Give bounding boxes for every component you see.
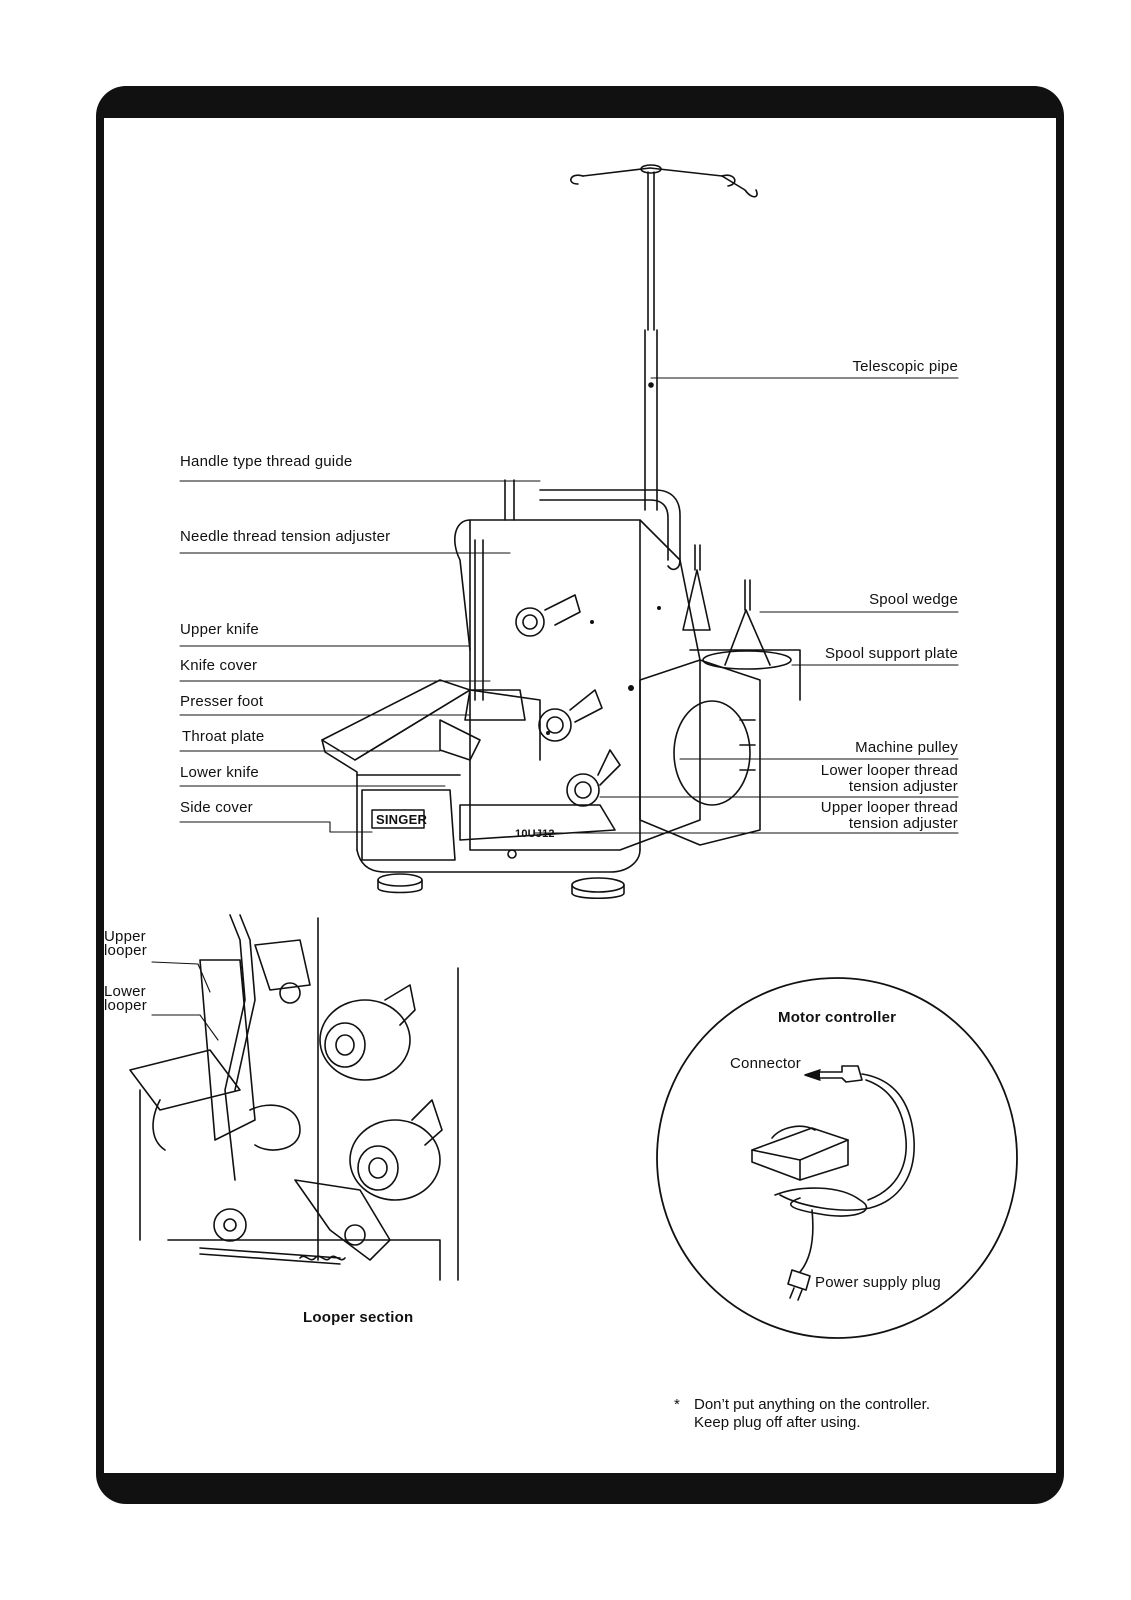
machine-model-marking: 10UJ12 [515, 828, 555, 840]
label-lower-looper-2: looper [104, 997, 147, 1014]
label-presser-foot: Presser foot [180, 693, 264, 710]
label-upper-knife: Upper knife [180, 621, 259, 638]
label-connector: Connector [730, 1055, 802, 1072]
motor-controller-panel [656, 977, 1018, 1339]
sewing-machine-illustration [321, 479, 801, 899]
looper-section-caption: Looper section [303, 1309, 414, 1326]
label-lower-looper-line2: tension adjuster [848, 778, 958, 795]
foot-controller-illustration [751, 1065, 915, 1301]
label-telescopic-pipe: Telescopic pipe [852, 358, 958, 375]
page-panel [104, 118, 1056, 1473]
machine-brand-badge: SINGER [376, 812, 428, 827]
label-upper-looper-1: Upper [104, 928, 146, 945]
usage-note: * Don’t put anything on the controller. … [674, 1396, 930, 1432]
detail-dots [546, 606, 661, 735]
motor-controller-title: Motor controller [778, 1009, 897, 1026]
label-upper-looper-line2: tension adjuster [848, 815, 958, 832]
label-knife-cover: Knife cover [180, 657, 258, 674]
label-upper-looper-line1: Upper looper thread [820, 799, 958, 816]
note-line-1: Don’t put anything on the controller. [694, 1396, 930, 1413]
leader-lines-right [534, 377, 959, 834]
label-handle-thread-guide: Handle type thread guide [180, 453, 353, 470]
label-machine-pulley: Machine pulley [855, 739, 958, 756]
label-needle-thread-tension-adjuster: Needle thread tension adjuster [180, 528, 391, 545]
note-bullet: * [674, 1396, 680, 1413]
label-spool-wedge: Spool wedge [869, 591, 958, 608]
label-spool-support-plate: Spool support plate [824, 645, 958, 662]
label-lower-looper-1: Lower [104, 983, 146, 1000]
label-upper-looper-2: looper [104, 942, 147, 959]
note-line-2: Keep plug off after using. [694, 1414, 861, 1431]
label-power-supply-plug: Power supply plug [815, 1274, 941, 1291]
leader-lines-left [179, 480, 541, 833]
label-side-cover: Side cover [180, 799, 253, 816]
looper-mechanism-illustration [129, 914, 459, 1281]
label-throat-plate: Throat plate [182, 728, 265, 745]
thread-stand [570, 164, 758, 511]
label-lower-knife: Lower knife [180, 764, 259, 781]
label-lower-looper-line1: Lower looper thread [820, 762, 958, 779]
